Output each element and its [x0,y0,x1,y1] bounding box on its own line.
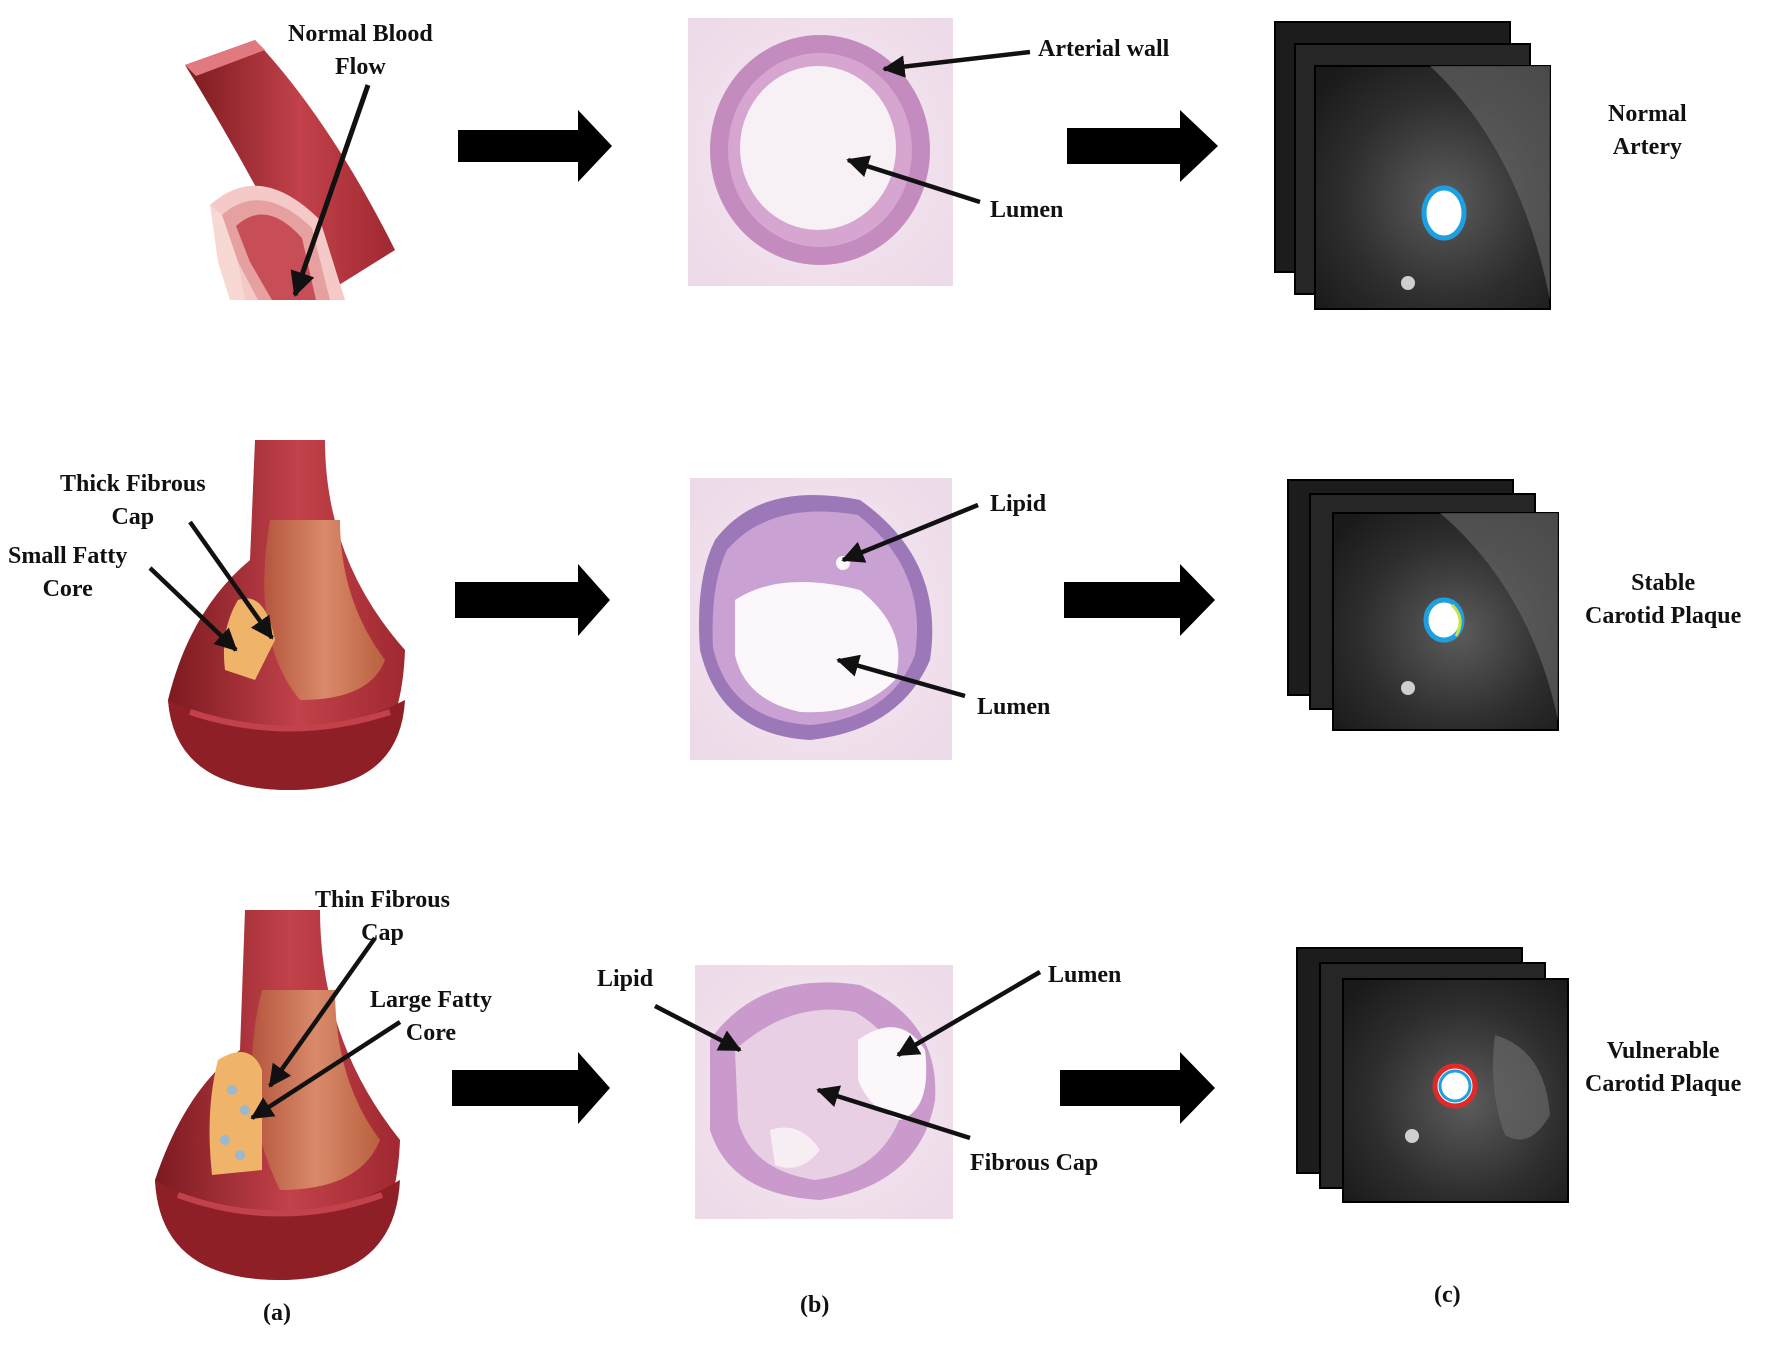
histology-stable [690,478,952,760]
flow-arrow [290,84,371,297]
label-line: Thick Fibrous [60,471,206,497]
mri-stack-normal [1274,21,1551,310]
label-lipid: Lipid [597,966,654,992]
label-line: Small Fatty [8,543,128,569]
title-line: Normal [1608,101,1687,127]
title-vulnerable-carotid-plaque: Vulnerable Carotid Plaque [1585,1035,1741,1101]
title-line: Vulnerable [1606,1038,1720,1064]
mri-stack-stable [1287,479,1559,731]
vulnerable-plaque-illustration [155,910,400,1280]
label-line: Core [42,576,93,602]
title-line: Carotid Plaque [1585,1071,1742,1097]
mri-stack-vulnerable [1296,947,1569,1203]
title-stable-carotid-plaque: Stable Carotid Plaque [1585,567,1741,633]
title-line: Carotid Plaque [1585,603,1742,629]
label-lumen: Lumen [977,694,1051,720]
caption-b: (b) [800,1292,830,1318]
label-normal-blood-flow: Normal Blood Flow [288,18,433,84]
label-line: Thin Fibrous [315,887,450,913]
title-line: Stable [1631,570,1696,596]
histology-normal [688,18,953,286]
label-line: Cap [111,504,155,530]
caption-a: (a) [263,1300,291,1326]
label-line: Flow [335,54,386,80]
flow-block-arrows [452,110,1218,1124]
label-thin-fibrous-cap: Thin Fibrous Cap [315,884,450,950]
label-small-fatty-core: Small Fatty Core [8,540,127,606]
label-thick-fibrous-cap: Thick Fibrous Cap [60,468,206,534]
title-line: Artery [1612,134,1682,160]
label-line: Cap [361,920,404,946]
label-arterial-wall: Arterial wall [1038,36,1170,62]
label-fibrous-cap: Fibrous Cap [970,1150,1099,1176]
label-line: Large Fatty [370,987,492,1013]
label-lumen: Lumen [990,197,1064,223]
contour-stable [1423,597,1465,643]
label-lipid: Lipid [990,491,1047,517]
label-line: Core [405,1020,457,1046]
contour-stable-inner [1450,603,1462,637]
title-normal-artery: Normal Artery [1608,98,1687,164]
label-large-fatty-core: Large Fatty Core [370,984,492,1050]
label-lumen: Lumen [1048,962,1122,988]
contour-vulnerable-inner [1438,1069,1472,1103]
contour-normal [1421,185,1467,241]
stable-plaque-illustration [168,440,405,790]
annotation-arrows [148,49,1042,1141]
caption-c: (c) [1434,1282,1461,1308]
histology-vulnerable [695,965,953,1219]
label-line: Normal Blood [288,21,433,47]
